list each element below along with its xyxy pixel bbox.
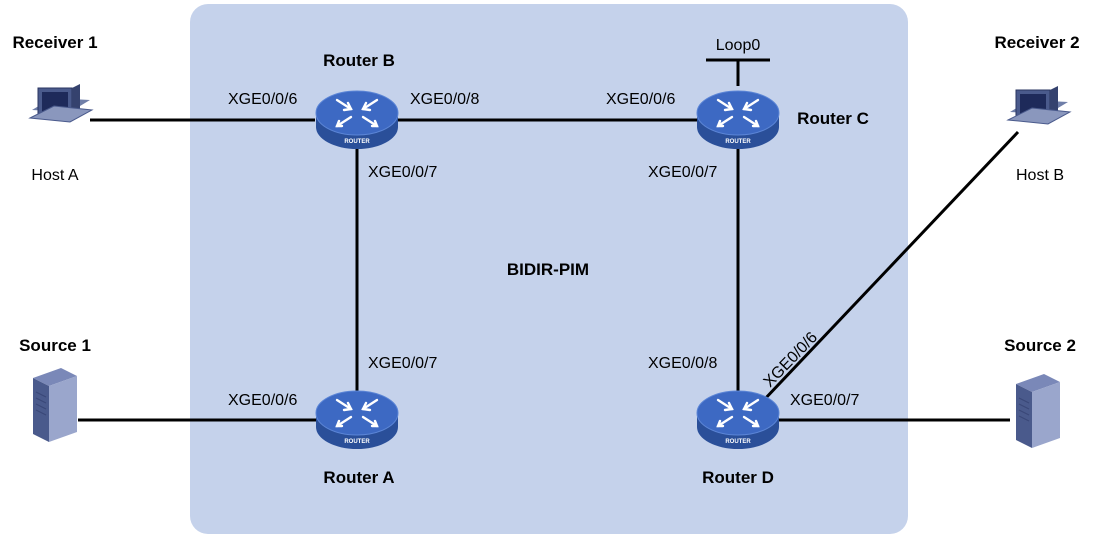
router-b[interactable]: ROUTER [314,89,400,151]
if-d-to-c: XGE0/0/8 [648,355,717,372]
link-router-d-host-b [760,130,1020,404]
server-tower-icon [32,367,78,443]
source-2-server[interactable] [1015,373,1061,449]
source-1-server[interactable] [32,367,78,443]
if-d-to-source2: XGE0/0/7 [790,392,859,409]
router-badge: ROUTER [725,139,751,145]
if-b-to-c: XGE0/0/8 [410,91,479,108]
if-c-to-b: XGE0/0/6 [606,91,675,108]
receiver-1-label: Receiver 1 [12,33,97,52]
router-a[interactable]: ROUTER [314,389,400,451]
if-a-to-source1: XGE0/0/6 [228,392,297,409]
host-a[interactable] [29,83,93,123]
router-d[interactable]: ROUTER [695,389,781,451]
if-b-to-host-a: XGE0/0/6 [228,91,297,108]
host-a-label: Host A [31,167,78,184]
if-c-to-d: XGE0/0/7 [648,164,717,181]
router-badge: ROUTER [725,439,751,445]
receiver-2-label: Receiver 2 [994,33,1079,52]
desktop-pc-icon [1007,85,1071,125]
router-c[interactable]: ROUTER [695,89,781,151]
router-d-label: Router D [702,468,774,487]
host-b-label: Host B [1016,167,1064,184]
router-badge: ROUTER [344,139,370,145]
router-b-label: Router B [323,51,395,70]
router-c-label: Router C [797,109,869,128]
links [78,58,1020,422]
desktop-pc-icon [29,83,93,123]
server-tower-icon [1015,373,1061,449]
source-2-label: Source 2 [1004,336,1076,355]
loopback-label: Loop0 [716,37,761,54]
router-badge: ROUTER [344,439,370,445]
source-1-label: Source 1 [19,336,91,355]
if-b-to-a: XGE0/0/7 [368,164,437,181]
if-a-to-b: XGE0/0/7 [368,355,437,372]
domain-title: BIDIR-PIM [507,260,589,279]
host-b[interactable] [1007,85,1071,125]
router-a-label: Router A [323,468,394,487]
